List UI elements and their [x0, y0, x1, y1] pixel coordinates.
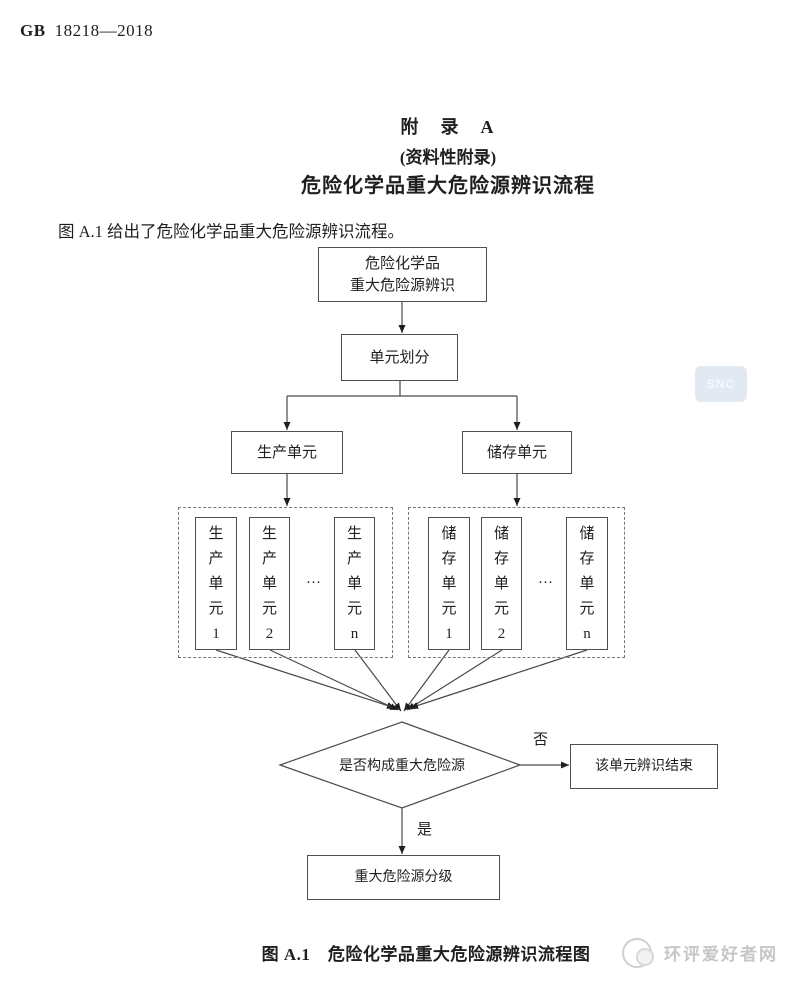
appendix-subtitle: (资料性附录) — [399, 148, 497, 167]
end-identification-box: 该单元辨识结束 — [570, 744, 718, 789]
production-unit-2-label: 生产单元2 — [261, 526, 277, 642]
production-unit-1-box: 生产单元1 — [195, 517, 237, 650]
no-branch-label: 否 — [533, 732, 549, 748]
production-units-ellipsis: … — [306, 571, 322, 587]
yes-branch-label: 是 — [417, 822, 433, 838]
unit-division-box: 单元划分 — [341, 334, 458, 381]
production-unit-n-label: 生产单元n — [346, 526, 362, 642]
intro-paragraph: 图 A.1 给出了危险化学品重大危险源辨识流程。 — [58, 222, 405, 241]
storage-unit-2-box: 储存单元2 — [481, 517, 522, 650]
appendix-title: 附 录 A — [400, 117, 496, 137]
standard-year: 18218—2018 — [54, 21, 154, 40]
appendix-heading: 危险化学品重大危险源辨识流程 — [301, 175, 595, 197]
storage-unit-1-label: 储存单元1 — [441, 526, 457, 642]
production-unit-n-box: 生产单元n — [334, 517, 375, 650]
start-box-label: 危险化学品 重大危险源辨识 — [350, 253, 455, 297]
storage-unit-1-box: 储存单元1 — [428, 517, 470, 650]
start-box-line2: 重大危险源辨识 — [349, 277, 455, 294]
logo-inner-circle — [636, 948, 654, 966]
storage-unit-box: 储存单元 — [462, 431, 572, 474]
storage-unit-n-label: 储存单元n — [579, 526, 595, 642]
scanner-watermark-badge: SNC — [695, 366, 747, 402]
standard-code: GB — [20, 21, 46, 40]
storage-units-ellipsis: … — [538, 571, 554, 587]
production-unit-1-label: 生产单元1 — [208, 526, 224, 642]
start-box-line1: 危险化学品 — [364, 255, 440, 272]
storage-units-group — [408, 507, 625, 658]
classification-box: 重大危险源分级 — [307, 855, 500, 900]
site-watermark-logo-icon — [620, 936, 654, 968]
standard-number: GB 18218—2018 — [20, 21, 153, 41]
decision-diamond-label: 是否构成重大危险源 — [339, 759, 465, 774]
production-units-group — [178, 507, 393, 658]
figure-caption: 图 A.1 危险化学品重大危险源辨识流程图 — [261, 945, 591, 964]
production-unit-box: 生产单元 — [231, 431, 343, 474]
storage-unit-2-label: 储存单元2 — [493, 526, 509, 642]
start-box: 危险化学品 重大危险源辨识 — [318, 247, 487, 302]
site-watermark-text: 环评爱好者网 — [664, 945, 778, 964]
storage-unit-n-box: 储存单元n — [566, 517, 608, 650]
production-unit-2-box: 生产单元2 — [249, 517, 290, 650]
